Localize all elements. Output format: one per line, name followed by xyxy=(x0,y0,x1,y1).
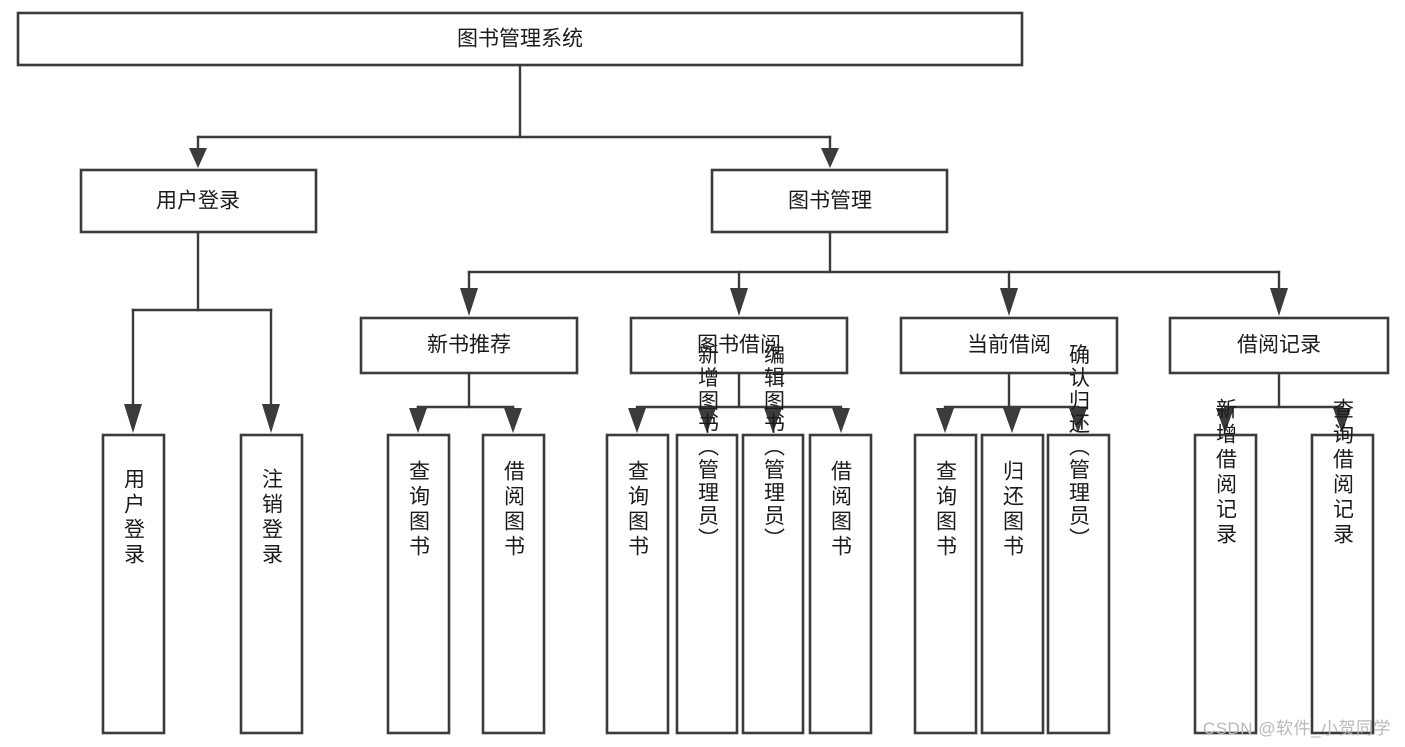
node-root-box[interactable] xyxy=(16,11,1024,67)
node-book-manage-label: 图书管理 xyxy=(788,190,872,213)
leaf-query-borrow-record[interactable]: 查询借阅记录 xyxy=(1310,398,1375,735)
arrow-to-current-borrow-icon xyxy=(1000,288,1018,316)
edges-root-to-level1 xyxy=(189,64,839,168)
node-current-borrow[interactable]: 当前借阅 xyxy=(899,316,1119,375)
leaf-user-login-label: 用户登录 xyxy=(122,468,146,568)
edges-new-book-recommend-to-leaves xyxy=(409,371,522,433)
arrow-to-borrow-record-icon xyxy=(1270,288,1288,316)
arrow-nbr-leaf1-icon xyxy=(409,408,427,433)
leaf-add-book-label: 新增图书（管理员） xyxy=(696,344,720,551)
leaf-borrow-book-1-box[interactable] xyxy=(481,433,546,735)
node-book-manage[interactable]: 图书管理 xyxy=(710,168,949,234)
edges-current-borrow-to-leaves xyxy=(936,371,1087,433)
leaf-query-borrow-record-label: 查询借阅记录 xyxy=(1331,398,1355,548)
node-book-borrow-box[interactable] xyxy=(629,316,849,375)
leaf-query-book-1-label: 查询图书 xyxy=(407,460,431,560)
leaf-add-borrow-record-label: 新增借阅记录 xyxy=(1214,398,1238,548)
leaf-borrow-book-1[interactable]: 借阅图书 xyxy=(481,433,546,735)
leaf-query-book-3-label: 查询图书 xyxy=(934,460,958,560)
leaf-confirm-return-box[interactable] xyxy=(1046,433,1111,735)
node-new-book-recommend-label: 新书推荐 xyxy=(427,334,511,357)
arrow-user-login-leaf1-icon xyxy=(124,404,142,433)
leaf-add-book[interactable]: 新增图书（管理员） xyxy=(675,344,739,735)
node-current-borrow-box[interactable] xyxy=(899,316,1119,375)
arrow-user-login-leaf2-icon xyxy=(262,404,280,433)
leaf-add-borrow-record[interactable]: 新增借阅记录 xyxy=(1193,398,1258,735)
arrow-bb-leaf3-icon xyxy=(764,408,782,433)
leaf-query-book-2[interactable]: 查询图书 xyxy=(605,433,670,735)
node-root-label: 图书管理系统 xyxy=(457,28,583,51)
arrow-nbr-leaf2-icon xyxy=(504,408,522,433)
arrow-root-to-user-login-icon xyxy=(189,148,207,168)
edges-borrow-record-to-leaves xyxy=(1216,371,1351,433)
arrow-cb-leaf2-icon xyxy=(1003,408,1021,433)
node-book-borrow-label: 图书借阅 xyxy=(697,334,781,357)
node-book-borrow[interactable]: 图书借阅 xyxy=(629,316,849,375)
arrow-br-leaf1-icon xyxy=(1216,408,1234,433)
node-borrow-record-label: 借阅记录 xyxy=(1237,334,1321,357)
node-user-login[interactable]: 用户登录 xyxy=(79,168,318,234)
arrow-root-to-book-manage-icon xyxy=(821,148,839,168)
node-borrow-record-box[interactable] xyxy=(1168,316,1390,375)
leaf-query-book-3-box[interactable] xyxy=(913,433,978,735)
leaf-logout-login[interactable]: 注销登录 xyxy=(239,433,304,735)
leaf-confirm-return-label: 确认归还（管理员） xyxy=(1067,344,1091,551)
leaf-add-book-box[interactable] xyxy=(675,433,739,735)
arrow-br-leaf2-icon xyxy=(1333,408,1351,433)
node-new-book-recommend-box[interactable] xyxy=(359,316,579,375)
leaf-query-book-1-box[interactable] xyxy=(386,433,451,735)
edges-user-login-to-leaves xyxy=(124,230,280,433)
leaf-edit-book-box[interactable] xyxy=(741,433,805,735)
leaf-edit-book[interactable]: 编辑图书（管理员） xyxy=(741,344,805,735)
leaf-return-book[interactable]: 归还图书 xyxy=(980,433,1045,735)
leaf-query-book-2-box[interactable] xyxy=(605,433,670,735)
leaf-borrow-book-2[interactable]: 借阅图书 xyxy=(808,433,873,735)
arrow-cb-leaf3-icon xyxy=(1069,408,1087,433)
arrow-bb-leaf1-icon xyxy=(628,408,646,433)
node-borrow-record[interactable]: 借阅记录 xyxy=(1168,316,1390,375)
arrow-bb-leaf4-icon xyxy=(832,408,850,433)
leaf-borrow-book-1-label: 借阅图书 xyxy=(502,460,526,560)
arrow-cb-leaf1-icon xyxy=(936,408,954,433)
arrow-to-book-borrow-icon xyxy=(730,288,748,316)
leaf-return-book-box[interactable] xyxy=(980,433,1045,735)
node-user-login-box[interactable] xyxy=(79,168,318,234)
leaf-user-login-box[interactable] xyxy=(101,433,166,735)
arrow-bb-leaf2-icon xyxy=(698,408,716,433)
leaf-query-book-2-label: 查询图书 xyxy=(626,460,650,560)
node-current-borrow-label: 当前借阅 xyxy=(967,334,1051,357)
leaf-return-book-label: 归还图书 xyxy=(1001,460,1025,560)
leaf-query-borrow-record-box[interactable] xyxy=(1310,433,1375,735)
edges-book-borrow-to-leaves xyxy=(628,371,850,433)
edges-book-manage-to-level2 xyxy=(460,230,1288,316)
leaf-query-book-3[interactable]: 查询图书 xyxy=(913,433,978,735)
leaf-logout-login-box[interactable] xyxy=(239,433,304,735)
leaf-borrow-book-2-box[interactable] xyxy=(808,433,873,735)
leaf-add-borrow-record-box[interactable] xyxy=(1193,433,1258,735)
leaf-confirm-return[interactable]: 确认归还（管理员） xyxy=(1046,344,1111,735)
leaf-user-login[interactable]: 用户登录 xyxy=(101,433,166,735)
node-root-book-management-system[interactable]: 图书管理系统 xyxy=(16,11,1024,67)
leaf-query-book-1[interactable]: 查询图书 xyxy=(386,433,451,735)
node-new-book-recommend[interactable]: 新书推荐 xyxy=(359,316,579,375)
arrow-to-new-book-recommend-icon xyxy=(460,288,478,316)
leaf-edit-book-label: 编辑图书（管理员） xyxy=(762,344,786,551)
leaf-logout-login-label: 注销登录 xyxy=(260,468,284,568)
leaf-borrow-book-2-label: 借阅图书 xyxy=(829,460,853,560)
node-user-login-label: 用户登录 xyxy=(156,190,240,213)
node-book-manage-box[interactable] xyxy=(710,168,949,234)
